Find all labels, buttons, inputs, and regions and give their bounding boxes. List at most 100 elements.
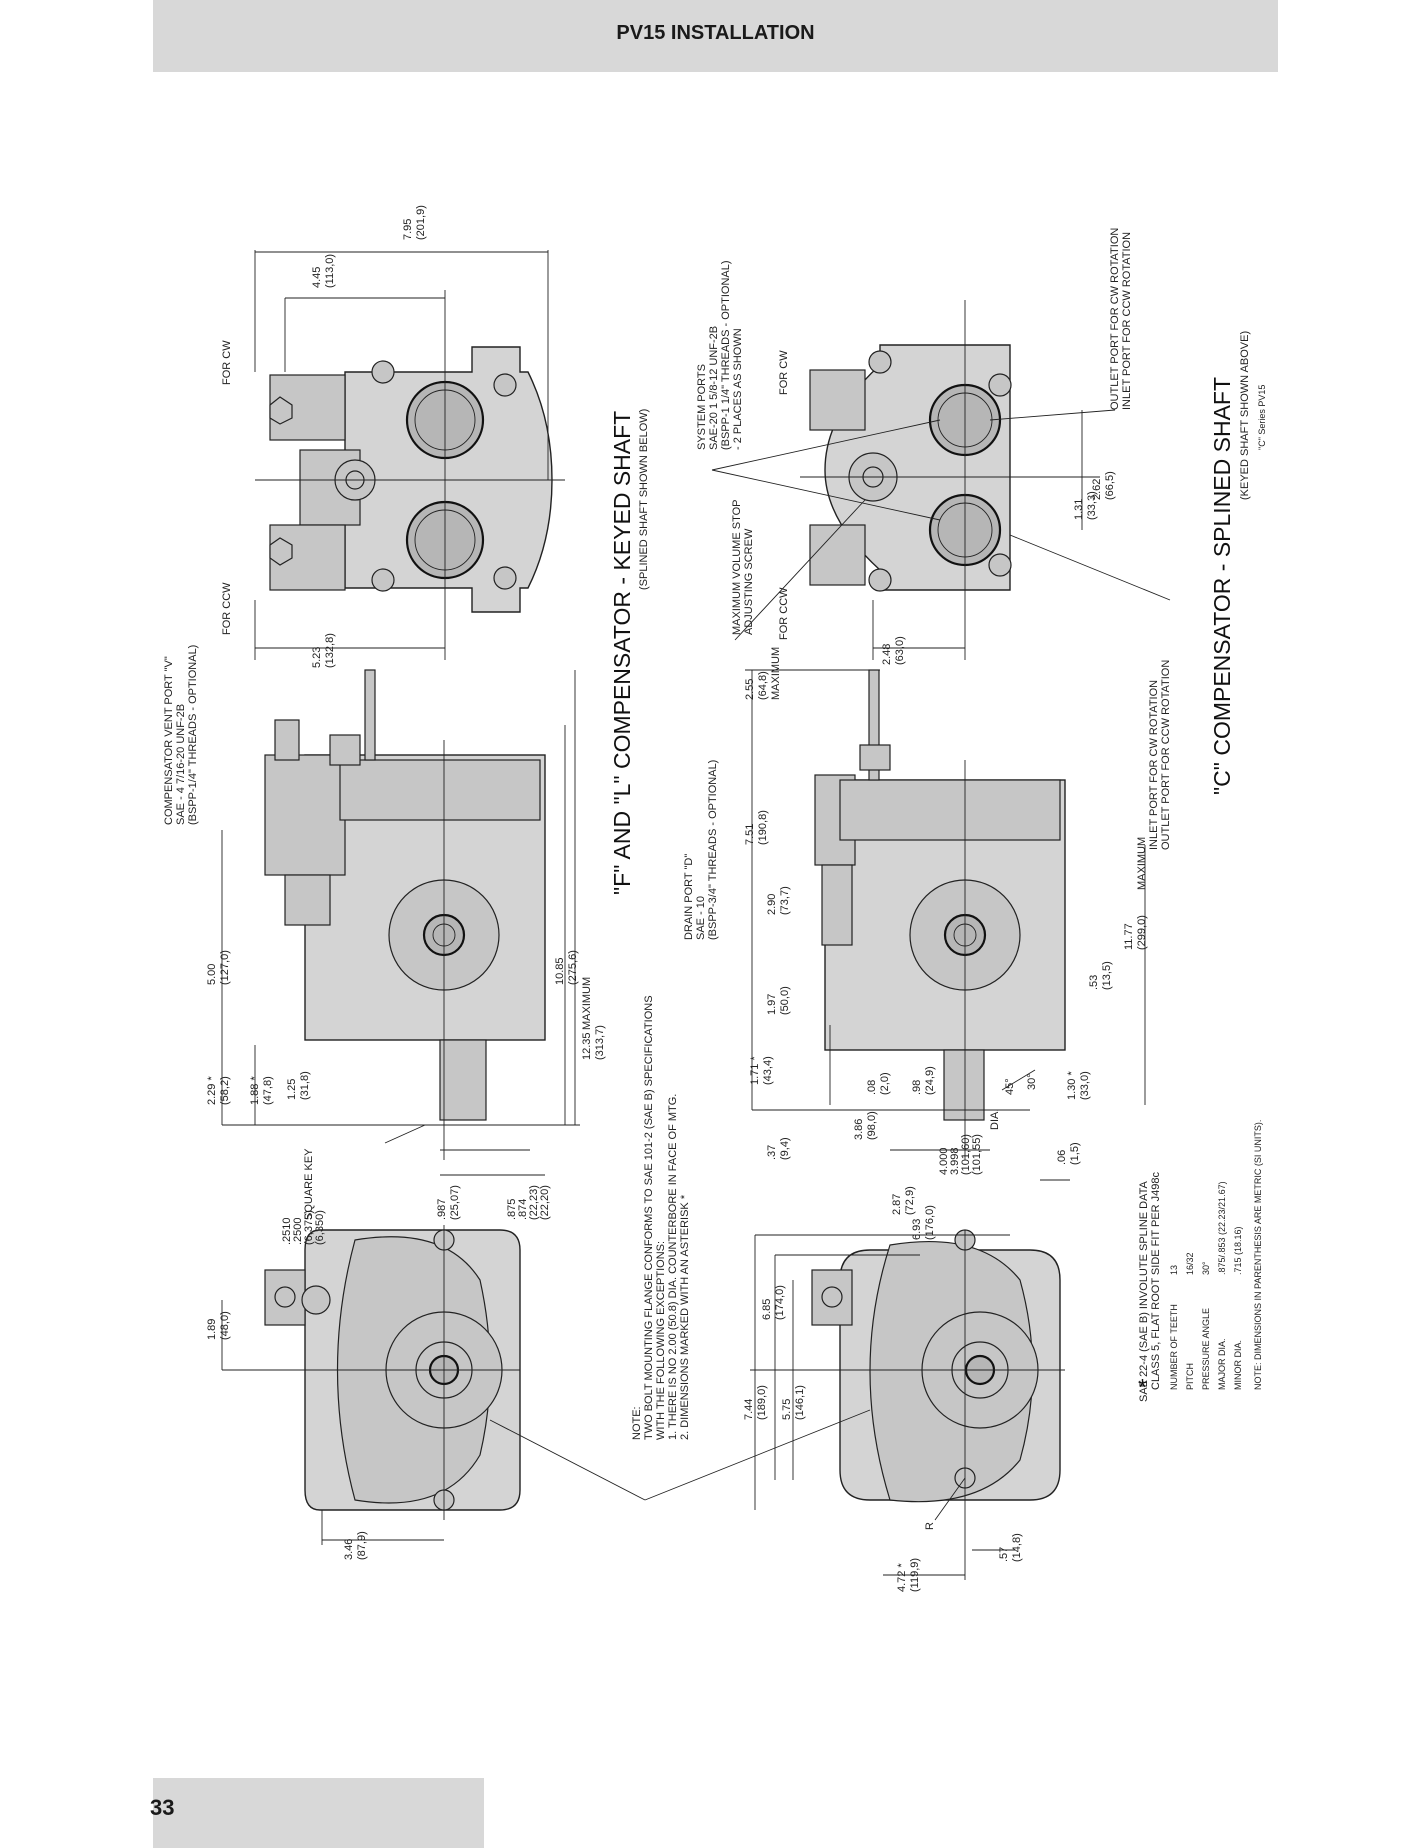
svg-text:(101,55): (101,55) [971,1134,983,1175]
svg-text:TWO BOLT MOUNTING FLANGE CONFO: TWO BOLT MOUNTING FLANGE CONFORMS TO SAE… [643,995,655,1440]
svg-text:*: * [1138,1374,1147,1400]
svg-text:(22,20): (22,20) [539,1185,551,1220]
svg-text:(6,375): (6,375) [303,1210,315,1245]
svg-text:2.87: 2.87 [891,1194,903,1215]
svg-text:7.95: 7.95 [402,219,414,240]
svg-text:(119,9): (119,9) [909,1558,921,1592]
svg-text:.98: .98 [911,1080,923,1095]
svg-text:FOR CCW: FOR CCW [778,587,790,640]
svg-text:FOR CW: FOR CW [221,340,233,385]
svg-text:CLASS 5, FLAT ROOT SIDE FIT PE: CLASS 5, FLAT ROOT SIDE FIT PER J498c [1150,1171,1162,1390]
svg-text:MAJOR DIA.: MAJOR DIA. [1217,1338,1227,1390]
svg-text:2. DIMENSIONS MARKED WITH AN A: 2. DIMENSIONS MARKED WITH AN ASTERISK * [679,1194,691,1440]
svg-text:1.31: 1.31 [1073,499,1085,520]
svg-text:4.000: 4.000 [938,1147,950,1175]
svg-text:.875/.853 (22.23/21.67): .875/.853 (22.23/21.67) [1217,1181,1227,1275]
svg-text:(127,0): (127,0) [219,950,231,985]
svg-text:NOTE: DIMENSIONS IN PARENTHESI: NOTE: DIMENSIONS IN PARENTHESIS ARE METR… [1253,1120,1263,1390]
svg-text:2.48: 2.48 [881,644,893,665]
svg-text:.874: .874 [517,1199,529,1220]
svg-text:(2,0): (2,0) [879,1072,891,1095]
svg-text:INLET PORT FOR CW ROTATION: INLET PORT FOR CW ROTATION [1148,680,1160,850]
svg-text:MAXIMUM: MAXIMUM [1136,837,1148,890]
svg-text:(146,1): (146,1) [794,1385,806,1420]
svg-text:.987: .987 [436,1199,448,1220]
svg-text:COMPENSATOR VENT PORT "V": COMPENSATOR VENT PORT "V" [163,656,175,825]
svg-text:1. THERE IS NO 2.00 (50.8) DIA: 1. THERE IS NO 2.00 (50.8) DIA. COUNTERB… [667,1094,679,1440]
svg-text:SAE 22-4 (SAE B) INVOLUTE SPLI: SAE 22-4 (SAE B) INVOLUTE SPLINE DATA [1138,1180,1150,1402]
svg-text:13: 13 [1169,1265,1179,1275]
mounting-note: NOTE: TWO BOLT MOUNTING FLANGE CONFORMS … [631,995,691,1440]
svg-text:MAXIMUM: MAXIMUM [770,647,782,700]
svg-text:(9,4): (9,4) [779,1137,791,1160]
svg-text:(KEYED SHAFT SHOWN ABOVE): (KEYED SHAFT SHOWN ABOVE) [1239,331,1251,500]
svg-text:SAE-20 1 5/8-12 UNF-2B: SAE-20 1 5/8-12 UNF-2B [708,326,720,450]
svg-text:2.62: 2.62 [1091,479,1103,500]
bottom-rear-view [711,300,1171,660]
svg-text:(48,0): (48,0) [219,1311,231,1340]
svg-text:5.75: 5.75 [781,1399,793,1420]
svg-text:ADJUSTING SCREW: ADJUSTING SCREW [743,528,755,635]
svg-text:30°: 30° [1026,1073,1038,1090]
svg-text:(66,5): (66,5) [1104,471,1116,500]
svg-text:.37: .37 [766,1145,778,1160]
svg-text:(98,0): (98,0) [866,1111,878,1140]
svg-text:MAXIMUM: MAXIMUM [581,977,593,1030]
svg-text:(201,9): (201,9) [415,205,427,240]
svg-text:DRAIN PORT "D": DRAIN PORT "D" [683,854,695,940]
svg-text:12.35: 12.35 [581,1032,593,1060]
svg-text:1.71 *: 1.71 * [749,1056,761,1085]
svg-text:(73,7): (73,7) [779,886,791,915]
svg-text:(24,9): (24,9) [924,1066,936,1095]
svg-text:OUTLET PORT FOR CW ROTATION: OUTLET PORT FOR CW ROTATION [1109,228,1121,410]
page-number: 33 [150,1795,175,1820]
svg-text:.2510: .2510 [281,1217,293,1245]
svg-text:.875: .875 [506,1199,518,1220]
svg-text:30°: 30° [1201,1261,1211,1275]
page-footer [153,1778,484,1848]
svg-text:FOR CW: FOR CW [778,350,790,395]
svg-text:(43,4): (43,4) [762,1056,774,1085]
svg-text:(189,0): (189,0) [756,1385,768,1420]
svg-text:(58,2): (58,2) [219,1076,231,1105]
svg-text:(47,8): (47,8) [262,1076,274,1105]
svg-text:(13,5): (13,5) [1101,961,1113,990]
svg-text:(BSPP-1 1/4" THREADS - OPTIONA: (BSPP-1 1/4" THREADS - OPTIONAL) [720,260,732,450]
svg-text:45°: 45° [1004,1078,1016,1095]
svg-text:16/32: 16/32 [1185,1252,1195,1275]
svg-text:3.46: 3.46 [343,1539,355,1560]
svg-text:1.25: 1.25 [286,1079,298,1100]
svg-text:(113,0): (113,0) [324,254,336,288]
svg-text:5.00: 5.00 [206,964,218,985]
svg-text:2.90: 2.90 [766,894,778,915]
f-l-section-title: "F" AND "L" COMPENSATOR - KEYED SHAFT [609,411,635,895]
svg-text:(25,07): (25,07) [449,1185,461,1220]
c-section-title: "C" COMPENSATOR - SPLINED SHAFT [1209,377,1235,795]
svg-text:10.85: 10.85 [554,957,566,985]
svg-text:(33,0): (33,0) [1079,1071,1091,1100]
svg-text:PRESSURE ANGLE: PRESSURE ANGLE [1201,1308,1211,1390]
svg-text:(313,7): (313,7) [594,1025,606,1060]
svg-text:3.86: 3.86 [853,1119,865,1140]
page-header: PV15 INSTALLATION [153,0,1278,72]
svg-text:(BSPP-3/4" THREADS - OPTIONAL): (BSPP-3/4" THREADS - OPTIONAL) [707,760,719,940]
svg-text:SAE - 10: SAE - 10 [695,896,707,940]
svg-text:FOR CCW: FOR CCW [221,582,233,635]
svg-text:(176,0): (176,0) [924,1205,936,1240]
svg-text:R: R [924,1522,936,1530]
svg-text:NUMBER OF TEETH: NUMBER OF TEETH [1169,1304,1179,1390]
svg-text:(6,350): (6,350) [314,1210,326,1245]
svg-text:11.77: 11.77 [1123,923,1135,950]
svg-text:(63,0): (63,0) [894,636,906,665]
svg-text:(72,9): (72,9) [904,1186,916,1215]
svg-text:(190,8): (190,8) [757,810,769,845]
svg-text:PITCH: PITCH [1185,1363,1195,1390]
svg-text:(132,8): (132,8) [324,633,336,668]
svg-text:DIA.: DIA. [989,1109,1001,1130]
svg-text:4.45: 4.45 [311,267,323,288]
svg-text:SAE - 4 7/16-20 UNF-2B: SAE - 4 7/16-20 UNF-2B [175,704,187,825]
svg-text:(SPLINED SHAFT SHOWN BELOW): (SPLINED SHAFT SHOWN BELOW) [638,409,650,590]
svg-text:5.23: 5.23 [311,647,323,668]
svg-text:.08: .08 [866,1080,878,1095]
svg-text:(299,0): (299,0) [1136,915,1148,950]
